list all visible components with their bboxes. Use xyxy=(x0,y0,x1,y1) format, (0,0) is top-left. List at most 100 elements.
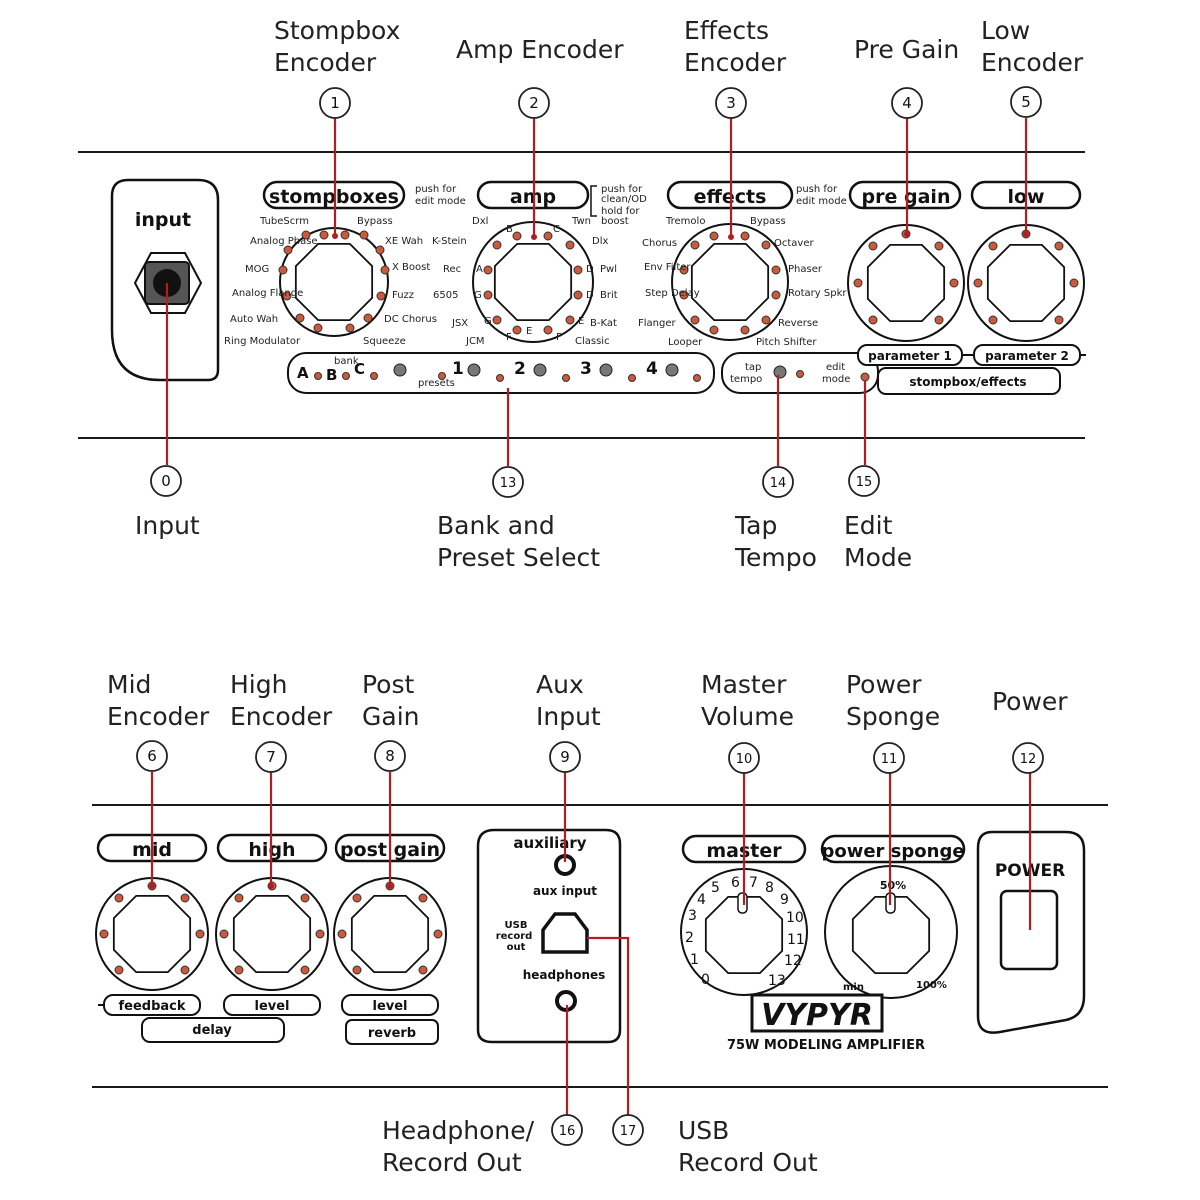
master-scale-1: 1 xyxy=(690,952,699,968)
usb-label-3: out xyxy=(507,942,526,953)
amp-model-8: JSX xyxy=(451,318,468,329)
stomp-model-4: MOG xyxy=(245,264,269,275)
amp-model-3: Dlx xyxy=(592,236,608,247)
callout-circle-17 xyxy=(612,1114,644,1146)
amp-push-text-2: clean/OD xyxy=(601,194,647,205)
callout-circle-10 xyxy=(728,742,760,774)
parameter-1-label: parameter 1 xyxy=(868,349,952,363)
callout-circle-13 xyxy=(492,466,524,498)
amp-letter-9: F xyxy=(556,332,562,343)
label-amp-encoder: Amp Encoder xyxy=(456,35,624,64)
power-sponge-knob[interactable]: power sponge xyxy=(820,834,966,999)
stomp-model-10: Ring Modulator xyxy=(224,336,301,347)
amp-model-7: Brit xyxy=(600,290,618,301)
amp-letter-0: B xyxy=(506,224,513,235)
label-stompbox-encoder: Stompbox Encoder xyxy=(274,16,401,77)
stomp-model-8: Auto Wah xyxy=(230,314,278,325)
usb-port[interactable] xyxy=(541,912,589,954)
usb-label-2: record xyxy=(496,931,533,942)
callout-circle-2 xyxy=(518,87,550,119)
bank-button[interactable] xyxy=(393,363,407,377)
stomp-model-2: Analog Phase xyxy=(250,236,318,247)
stomp-model-6: Analog Flange xyxy=(232,288,303,299)
auxiliary-label: auxiliary xyxy=(513,834,586,852)
stompbox-effects-label: stompbox/effects xyxy=(909,375,1026,389)
label-post-gain: Post Gain xyxy=(362,670,420,731)
high-encoder[interactable]: high xyxy=(215,833,329,991)
callout-circle-1 xyxy=(319,87,351,119)
label-edit-mode: Edit Mode xyxy=(844,511,913,572)
amp-letter-10: E xyxy=(578,316,584,327)
callout-circle-14 xyxy=(762,466,794,498)
level-label-2: level xyxy=(372,999,407,1014)
fx-model-9: Reverse xyxy=(778,318,818,329)
callout-circle-11 xyxy=(873,742,905,774)
amp-letter-3: D xyxy=(586,264,594,275)
parameter-2-label: parameter 2 xyxy=(985,349,1069,363)
master-scale-3: 3 xyxy=(688,908,697,924)
fx-push-text-2: edit mode xyxy=(796,196,847,207)
amp-push-text-1: push for xyxy=(601,184,643,195)
preset-3-button[interactable] xyxy=(599,363,613,377)
tap-tempo-button[interactable] xyxy=(773,365,787,379)
callout-circle-12 xyxy=(1012,742,1044,774)
amp-model-1: Twn xyxy=(571,216,591,227)
master-scale-12: 12 xyxy=(784,953,802,969)
stomp-model-3: XE Wah xyxy=(385,236,423,247)
callout-num-1: 1 xyxy=(330,94,340,112)
fx-model-11: Pitch Shifter xyxy=(756,337,817,348)
callout-num-13: 13 xyxy=(500,476,517,491)
fx-model-4: Env Filter xyxy=(644,262,691,273)
callout-circle-3 xyxy=(715,87,747,119)
stomp-model-7: Fuzz xyxy=(392,290,414,301)
callout-num-9: 9 xyxy=(560,748,570,766)
feedback-label: feedback xyxy=(118,999,185,1014)
callout-lines xyxy=(150,118,1032,1115)
bank-preset-bar[interactable] xyxy=(287,352,715,394)
amp-model-9: B-Kat xyxy=(590,318,617,329)
amp-letter-1: C xyxy=(553,224,560,235)
edit-label-1: edit xyxy=(826,362,845,373)
callout-circle-8 xyxy=(374,740,406,772)
logo-text: VYPYR xyxy=(761,998,873,1033)
effects-encoder[interactable]: effects xyxy=(666,180,794,341)
sponge-100-label: 100% xyxy=(916,980,947,991)
label-tap-tempo: Tap Tempo xyxy=(735,511,817,572)
mid-encoder[interactable]: mid xyxy=(95,833,209,991)
tap-led xyxy=(796,370,804,378)
callout-num-2: 2 xyxy=(529,94,539,112)
master-scale-8: 8 xyxy=(765,880,774,896)
label-bank-preset: Bank and Preset Select xyxy=(437,511,601,572)
fx-model-2: Chorus xyxy=(642,238,677,249)
callout-circle-9 xyxy=(549,741,581,773)
master-scale-5: 5 xyxy=(711,880,720,896)
amp-encoder[interactable]: amp xyxy=(472,180,594,343)
preset-4-button[interactable] xyxy=(665,363,679,377)
callout-num-7: 7 xyxy=(266,748,276,766)
pre-gain-knob[interactable]: pre gain xyxy=(847,180,965,342)
model-text: 75W MODELING AMPLIFIER xyxy=(727,1038,925,1053)
label-power-sponge: Power Sponge xyxy=(846,670,941,731)
preset-1-button[interactable] xyxy=(467,363,481,377)
preset-num-2: 2 xyxy=(514,359,526,379)
label-master-volume: Master Volume xyxy=(701,670,794,731)
preset-2-button[interactable] xyxy=(533,363,547,377)
preset-num-1: 1 xyxy=(452,359,464,379)
label-usb-record-out: USB Record Out xyxy=(678,1116,818,1177)
post-gain-knob[interactable]: post gain xyxy=(333,833,447,991)
callout-circle-7 xyxy=(255,741,287,773)
callout-circle-15 xyxy=(848,465,880,497)
label-headphone-record-out: Headphone/ Record Out xyxy=(382,1116,535,1177)
callout-num-15: 15 xyxy=(856,475,873,490)
amp-model-6: 6505 xyxy=(433,290,458,301)
master-scale-6: 6 xyxy=(731,875,740,891)
label-high-encoder: High Encoder xyxy=(230,670,333,731)
edit-mode-led xyxy=(860,372,870,382)
fx-model-7: Rotary Spkr xyxy=(788,288,847,299)
stomp-model-5: X Boost xyxy=(392,262,430,273)
stompbox-encoder[interactable]: stompboxes xyxy=(262,180,406,337)
bank-label: bank xyxy=(334,356,359,367)
fx-model-5: Phaser xyxy=(788,264,823,275)
tap-label-1: tap xyxy=(745,362,761,373)
fx-push-text-1: push for xyxy=(796,184,838,195)
